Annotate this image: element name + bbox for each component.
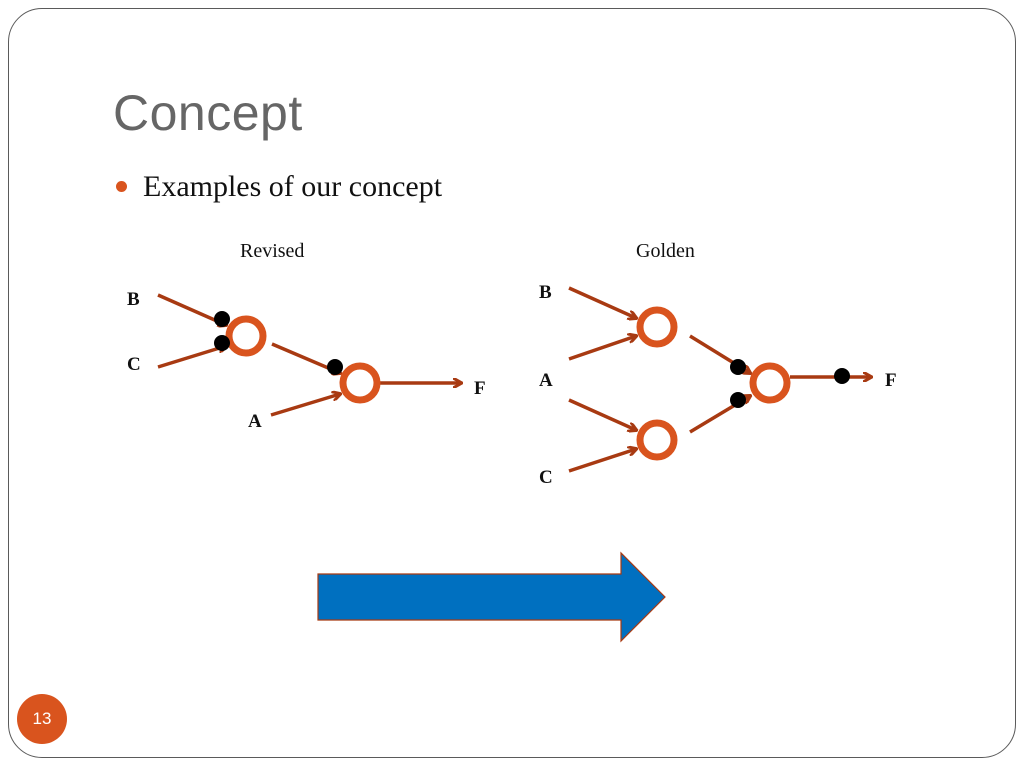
golden-fault-dot-gate2 (730, 392, 746, 408)
revised-fault-dot-c (214, 335, 230, 351)
revised-input-c-label: C (127, 354, 141, 375)
revised-gate-1 (225, 315, 267, 357)
golden-gate-3 (749, 362, 791, 404)
revised-caption: Revised (240, 240, 304, 262)
golden-caption: Golden (636, 240, 695, 262)
golden-input-c-label: C (539, 467, 553, 488)
golden-fault-dot-output (834, 368, 850, 384)
golden-wire-a-upper (568, 336, 636, 361)
page-number-badge: 13 (17, 694, 67, 744)
golden-diagram: Golden B A C F (539, 240, 897, 488)
revised-fault-dot-b (214, 311, 230, 327)
page-number: 13 (32, 709, 52, 728)
golden-input-b-label: B (539, 282, 552, 303)
golden-gate-2 (636, 419, 678, 461)
revised-input-a-label: A (248, 411, 262, 432)
golden-output-f-label: F (885, 370, 897, 391)
revised-diagram: Revised B C A F (127, 240, 486, 432)
revised-wire-a (270, 394, 340, 417)
golden-input-a-label: A (539, 370, 553, 391)
revised-output-f-label: F (474, 378, 486, 399)
revised-wire-c (157, 346, 226, 369)
golden-wire-a-lower (568, 398, 636, 430)
golden-wire-c (568, 449, 636, 473)
slide-title: Concept (113, 85, 303, 141)
revised-fault-dot-gate1 (327, 359, 343, 375)
bullet-text: Examples of our concept (143, 170, 443, 203)
slide-frame (8, 8, 1016, 758)
transform-arrow-icon (317, 551, 666, 643)
revised-gate-2 (339, 362, 381, 404)
golden-wire-b (568, 286, 636, 318)
golden-fault-dot-gate1 (730, 359, 746, 375)
golden-gate-1 (636, 306, 678, 348)
revised-input-b-label: B (127, 289, 140, 310)
bullet-icon (116, 181, 127, 192)
